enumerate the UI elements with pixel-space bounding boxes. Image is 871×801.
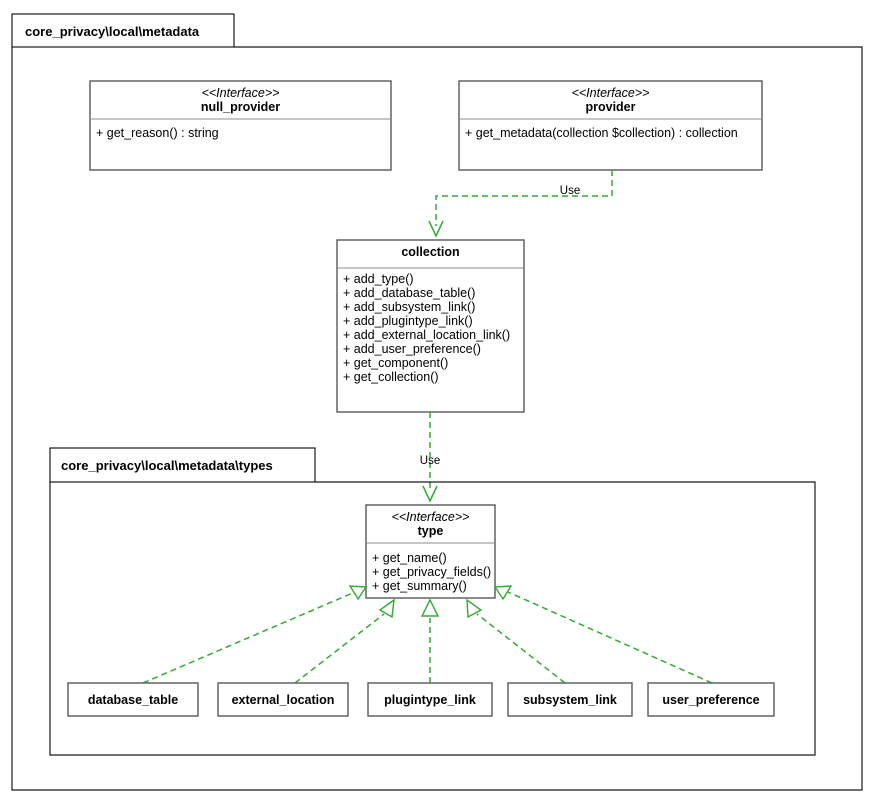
class-null-provider-box [89, 80, 392, 171]
realization-line-subsystem-link [476, 613, 566, 684]
class-null-provider-member: + get_reason() : string [96, 126, 219, 140]
dependency-line-provider-collection [435, 170, 613, 226]
relationship-collection-uses-type[interactable]: Use [420, 412, 440, 503]
class-type-stereotype: <<Interface>> [392, 510, 470, 524]
dependency-label-collection-type: Use [420, 455, 440, 467]
dependency-label-provider-collection: Use [560, 185, 580, 197]
realization-line-user-preference [507, 591, 713, 684]
realization-arrowhead-user-preference [493, 585, 513, 601]
class-type-member: + get_summary() [372, 579, 467, 593]
class-provider-stereotype: <<Interface>> [572, 86, 650, 100]
class-database-table-name: database_table [88, 693, 178, 707]
class-collection-name: collection [401, 245, 459, 259]
class-collection-member: + add_type() [343, 272, 414, 286]
class-collection-member: + add_external_location_link() [343, 328, 510, 342]
class-collection-member: + get_component() [343, 356, 448, 370]
package-outer-label: core_privacy\local\metadata [25, 24, 200, 39]
class-collection-member: + add_subsystem_link() [343, 300, 475, 314]
class-type-member: + get_privacy_fields() [372, 565, 491, 579]
class-collection[interactable]: collection + add_type() + add_database_t… [336, 239, 525, 413]
realization-arrowhead-database-table [348, 585, 368, 601]
relationship-provider-uses-collection[interactable]: Use [428, 170, 613, 238]
relationship-subsystem-link-realizes-type[interactable] [466, 598, 566, 684]
package-outer-tab [11, 13, 235, 48]
relationship-plugintype-link-realizes-type[interactable] [420, 598, 440, 683]
package-outer[interactable]: core_privacy\local\metadata [11, 13, 863, 791]
class-collection-member: + add_plugintype_link() [343, 314, 473, 328]
class-external-location-name: external_location [232, 693, 335, 707]
class-plugintype-link[interactable]: plugintype_link [367, 682, 493, 717]
class-user-preference-name: user_preference [662, 693, 759, 707]
class-user-preference[interactable]: user_preference [647, 682, 775, 717]
class-external-location-box [217, 682, 349, 717]
class-subsystem-link-name: subsystem_link [523, 693, 617, 707]
dependency-arrowhead-collection-type [422, 485, 438, 503]
realization-arrowhead-subsystem-link [466, 598, 483, 619]
class-subsystem-link[interactable]: subsystem_link [507, 682, 633, 717]
class-user-preference-box [647, 682, 775, 717]
realization-arrowhead-external-location [378, 598, 395, 619]
package-types-tab [49, 447, 316, 483]
class-database-table-box [67, 682, 199, 717]
class-plugintype-link-name: plugintype_link [384, 693, 476, 707]
class-type-member: + get_name() [372, 551, 447, 565]
class-subsystem-link-box [507, 682, 633, 717]
realization-line-database-table [142, 591, 356, 684]
class-null-provider-name: null_provider [201, 100, 280, 114]
class-plugintype-link-box [367, 682, 493, 717]
class-null-provider-stereotype: <<Interface>> [202, 86, 280, 100]
class-collection-member: + add_user_preference() [343, 342, 481, 356]
class-collection-member: + get_collection() [343, 370, 439, 384]
relationship-database-table-realizes-type[interactable] [142, 585, 368, 684]
class-provider[interactable]: <<Interface>> provider + get_metadata(co… [458, 80, 763, 171]
dependency-arrowhead-provider-collection [428, 220, 444, 238]
class-type[interactable]: <<Interface>> type + get_name() + get_pr… [365, 504, 496, 599]
class-type-name: type [418, 524, 444, 538]
class-provider-box [458, 80, 763, 171]
package-outer-border [11, 46, 863, 791]
class-provider-name: provider [585, 100, 635, 114]
class-null-provider[interactable]: <<Interface>> null_provider + get_reason… [89, 80, 392, 171]
class-collection-member: + add_database_table() [343, 286, 475, 300]
package-types[interactable]: core_privacy\local\metadata\types [49, 447, 816, 756]
relationship-external-location-realizes-type[interactable] [294, 598, 395, 684]
class-external-location[interactable]: external_location [217, 682, 349, 717]
relationship-user-preference-realizes-type[interactable] [493, 585, 713, 684]
class-type-box [365, 504, 496, 599]
realization-arrowhead-plugintype-link [420, 598, 440, 617]
realization-line-external-location [294, 613, 385, 684]
class-database-table[interactable]: database_table [67, 682, 199, 717]
package-types-border [49, 481, 816, 756]
class-provider-member: + get_metadata(collection $collection) :… [465, 126, 738, 140]
package-types-label: core_privacy\local\metadata\types [61, 458, 273, 473]
